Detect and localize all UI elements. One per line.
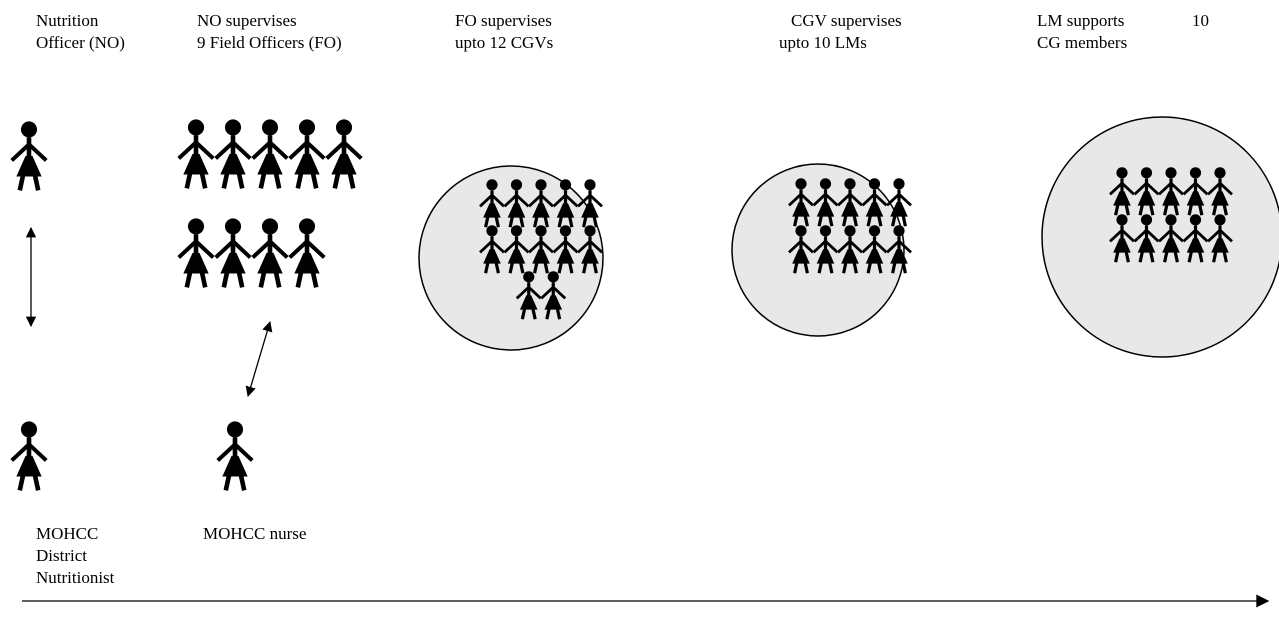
lm-supports-count: 10 <box>1192 11 1209 30</box>
person-icon <box>179 218 214 287</box>
person-icon <box>327 119 362 188</box>
district-nutritionist-label: MOHCC District Nutritionist <box>36 524 115 587</box>
district-nutritionist-figure-group <box>12 421 47 490</box>
nurse-label: MOHCC nurse <box>203 524 307 543</box>
cg-member-group-circle <box>1041 116 1279 358</box>
cgv-supervises-label: CGV supervises upto 10 LMs <box>779 11 902 52</box>
field-officers-figure-group <box>179 119 362 287</box>
nutrition-officer-label: Nutrition Officer (NO) <box>36 11 125 52</box>
no-supervises-label: NO supervises 9 Field Officers (FO) <box>197 11 342 52</box>
person-icon <box>253 218 288 287</box>
person-icon <box>179 119 214 188</box>
person-icon <box>216 218 251 287</box>
nutrition-officer-figure-group <box>12 121 47 190</box>
person-icon <box>12 421 47 490</box>
fo-to-nurse-arrow <box>245 321 273 397</box>
lm-supports-label: LM supports CG members <box>1037 11 1128 52</box>
person-icon <box>253 119 288 188</box>
person-icon <box>290 218 325 287</box>
person-icon <box>12 121 47 190</box>
nurse-figure-group <box>218 421 253 490</box>
fo-supervises-label: FO supervises upto 12 CGVs <box>455 11 554 52</box>
person-icon <box>290 119 325 188</box>
person-icon <box>216 119 251 188</box>
person-icon <box>218 421 253 490</box>
